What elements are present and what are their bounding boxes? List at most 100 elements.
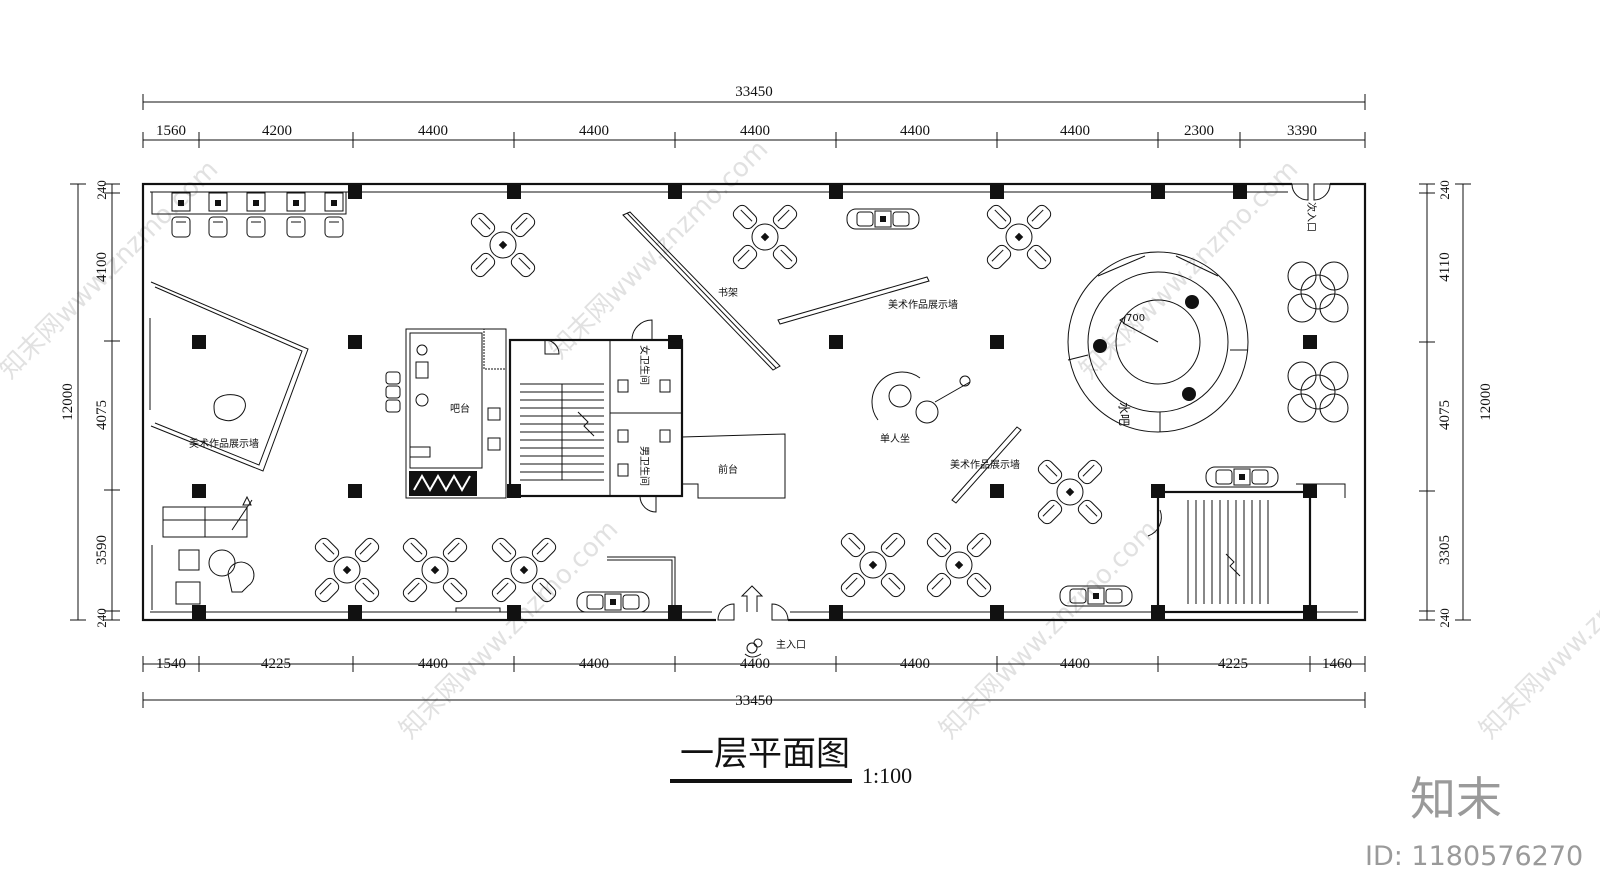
column bbox=[990, 335, 1004, 349]
dim-bottom-seg: 1460 bbox=[1322, 656, 1352, 672]
column bbox=[829, 185, 843, 199]
reception-label: 前台 bbox=[718, 463, 738, 476]
chair-line bbox=[931, 577, 944, 590]
reception-desk: 前台 bbox=[681, 433, 786, 499]
lounge-furniture bbox=[151, 495, 255, 610]
column bbox=[1151, 185, 1165, 199]
chair-line bbox=[1042, 504, 1055, 517]
column bbox=[192, 484, 206, 498]
female-wc-label: 女卫生间 bbox=[638, 345, 651, 385]
dim-left-seg: 240 bbox=[94, 608, 109, 628]
stair-right bbox=[1147, 483, 1346, 614]
dim-top-seg: 1560 bbox=[156, 123, 186, 139]
column bbox=[348, 335, 362, 349]
side-table bbox=[1087, 587, 1105, 605]
column bbox=[668, 185, 682, 199]
bar-stool bbox=[385, 399, 401, 413]
round-chair bbox=[1287, 293, 1317, 323]
chair-line bbox=[737, 249, 750, 262]
chair-line bbox=[496, 582, 509, 595]
chair-line bbox=[322, 542, 335, 555]
chair-line bbox=[888, 577, 901, 590]
table-set bbox=[470, 212, 536, 278]
stool-back bbox=[324, 192, 344, 212]
stool-mark bbox=[215, 200, 221, 206]
bookshelf-label: 书架 bbox=[718, 287, 738, 299]
column bbox=[990, 185, 1004, 199]
sofa-seat bbox=[1215, 469, 1233, 485]
right-ticks bbox=[1419, 183, 1435, 621]
column bbox=[348, 605, 362, 619]
chair bbox=[966, 572, 992, 598]
column bbox=[829, 335, 843, 349]
chair-line bbox=[994, 209, 1007, 222]
watermark-text: 知末网www.znzmo.com bbox=[1474, 514, 1600, 745]
chair bbox=[840, 532, 866, 558]
chair-line bbox=[1031, 209, 1044, 222]
round-table-set bbox=[1287, 261, 1349, 323]
stool-mark bbox=[178, 200, 184, 206]
counter-stools bbox=[151, 191, 347, 238]
side-table-mark bbox=[1093, 593, 1099, 599]
round-chair bbox=[1319, 393, 1349, 423]
chair-line bbox=[319, 582, 332, 595]
drawing-title-block: 一层平面图 1:100 bbox=[670, 734, 912, 788]
dim-right-total: 12000 bbox=[1478, 383, 1494, 421]
table-top bbox=[421, 556, 449, 584]
chair bbox=[772, 244, 798, 270]
round-table-set bbox=[1287, 361, 1349, 423]
table-set bbox=[314, 537, 380, 603]
table-top bbox=[489, 231, 517, 259]
column bbox=[192, 605, 206, 619]
chair bbox=[840, 572, 866, 598]
watermark-text: 知末网www.znzmo.com bbox=[1074, 154, 1305, 385]
dim-left-seg: 4100 bbox=[94, 252, 110, 282]
art-wall-mid-label: 美术作品展示墙 bbox=[950, 458, 1020, 471]
column bbox=[829, 605, 843, 619]
dim-top-total: 33450 bbox=[735, 84, 773, 100]
round-table-top bbox=[1300, 274, 1336, 310]
dim-left-seg: 4075 bbox=[94, 400, 110, 430]
table-mark bbox=[519, 565, 529, 575]
sofa-benches bbox=[576, 208, 1279, 613]
chair-line bbox=[777, 209, 790, 222]
stool-back bbox=[286, 192, 306, 212]
table-top bbox=[1005, 223, 1033, 251]
round-chair bbox=[1287, 361, 1317, 391]
art-wall-left-label: 美术作品展示墙 bbox=[189, 437, 259, 450]
chair bbox=[880, 532, 906, 558]
secondary-entrance-label: 次入口 bbox=[1305, 202, 1318, 232]
column bbox=[507, 605, 521, 619]
dim-bottom-seg: 1540 bbox=[156, 656, 186, 672]
table-mark bbox=[1014, 232, 1024, 242]
dim-left-seg: 240 bbox=[94, 180, 109, 200]
table-mark bbox=[498, 240, 508, 250]
water-bar: 700 水吧 bbox=[1067, 251, 1249, 433]
chair-line bbox=[1034, 249, 1047, 262]
dim-bottom-total: 33450 bbox=[735, 693, 773, 709]
drawing-title: 一层平面图 bbox=[680, 734, 850, 774]
chair bbox=[510, 212, 536, 238]
round-chair bbox=[1319, 293, 1349, 323]
dim-bottom-seg: 4400 bbox=[900, 656, 930, 672]
side-table bbox=[604, 593, 622, 611]
secondary-entrance: 次入口 bbox=[1291, 183, 1331, 232]
table-set bbox=[491, 537, 557, 603]
bar-label: 吧台 bbox=[450, 402, 470, 415]
entry-arrow-icon bbox=[740, 585, 764, 612]
stool-mark bbox=[331, 200, 337, 206]
table-top bbox=[859, 551, 887, 579]
dim-top-seg: 4400 bbox=[1060, 123, 1090, 139]
chair-line bbox=[499, 542, 512, 555]
chair bbox=[510, 252, 536, 278]
chair bbox=[1037, 499, 1063, 525]
single-seat-label: 单人坐 bbox=[880, 433, 910, 445]
table-set bbox=[986, 204, 1052, 270]
chair-line bbox=[536, 542, 549, 555]
dim-left-total: 12000 bbox=[60, 383, 76, 421]
column bbox=[990, 484, 1004, 498]
round-chair bbox=[1287, 393, 1317, 423]
chair-line bbox=[1082, 464, 1095, 477]
dim-right-seg: 4110 bbox=[1437, 252, 1453, 281]
sofa-seat bbox=[1069, 588, 1087, 604]
